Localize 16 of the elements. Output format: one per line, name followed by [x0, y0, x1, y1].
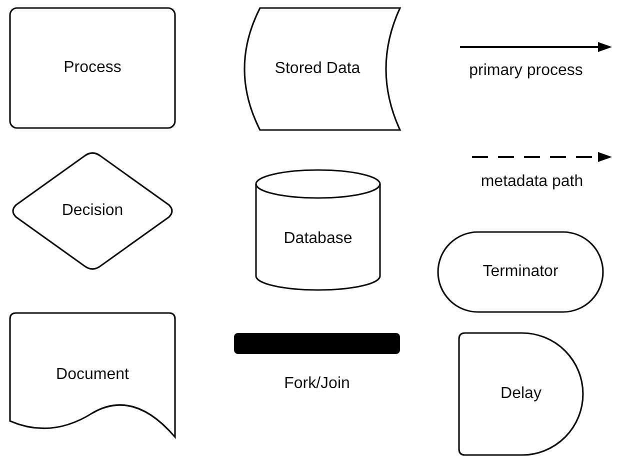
process-box [10, 8, 175, 128]
document-shape [10, 313, 175, 437]
node-caption: Fork/Join [284, 375, 350, 393]
node-label: Terminator [482, 263, 558, 281]
node-label: Database [284, 229, 352, 248]
node-label: Decision [62, 202, 124, 220]
delay-shape [459, 333, 583, 455]
node-label: Stored Data [274, 60, 360, 78]
legend-label: primary process [469, 62, 583, 80]
fork-join-bar [234, 333, 400, 354]
node-label: Document [56, 366, 129, 384]
database-cylinder [256, 170, 380, 290]
node-label: Process [64, 59, 122, 77]
node-label: Delay [500, 385, 542, 403]
decision-diamond [12, 152, 173, 270]
legend-label: metadata path [480, 173, 584, 191]
